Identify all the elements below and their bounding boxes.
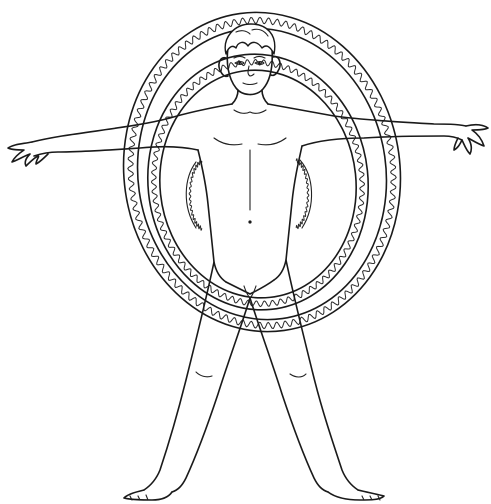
collarbones	[234, 110, 266, 113]
right-eyebrow	[254, 57, 265, 59]
groin	[226, 280, 274, 294]
right-pupil	[258, 62, 260, 64]
inner-ring-outer-edge	[135, 43, 381, 321]
right-foot	[328, 490, 384, 500]
left-pupil	[238, 62, 240, 64]
left-arm-lower-edge	[34, 147, 198, 156]
right-leg-inner-edge	[250, 298, 328, 492]
human-figure	[8, 24, 488, 500]
right-knee	[290, 374, 306, 377]
left-knee	[196, 372, 212, 377]
left-arm	[8, 104, 232, 166]
torso-right-side	[274, 146, 302, 280]
left-chest	[214, 138, 242, 145]
inner-ring-wave	[152, 59, 365, 306]
aura-rings	[103, 0, 421, 350]
right-torso-arc	[300, 160, 312, 228]
torso-left-side	[198, 150, 226, 282]
right-arm-upper-edge	[268, 104, 466, 126]
torso	[198, 110, 302, 282]
left-leg-inner-edge	[172, 298, 250, 492]
navel	[248, 220, 251, 223]
head	[219, 24, 280, 95]
neck	[232, 90, 268, 104]
hair	[225, 24, 275, 54]
left-eyebrow	[234, 57, 245, 59]
right-chest	[258, 138, 286, 145]
mouth	[243, 83, 257, 85]
right-leg	[250, 260, 384, 500]
